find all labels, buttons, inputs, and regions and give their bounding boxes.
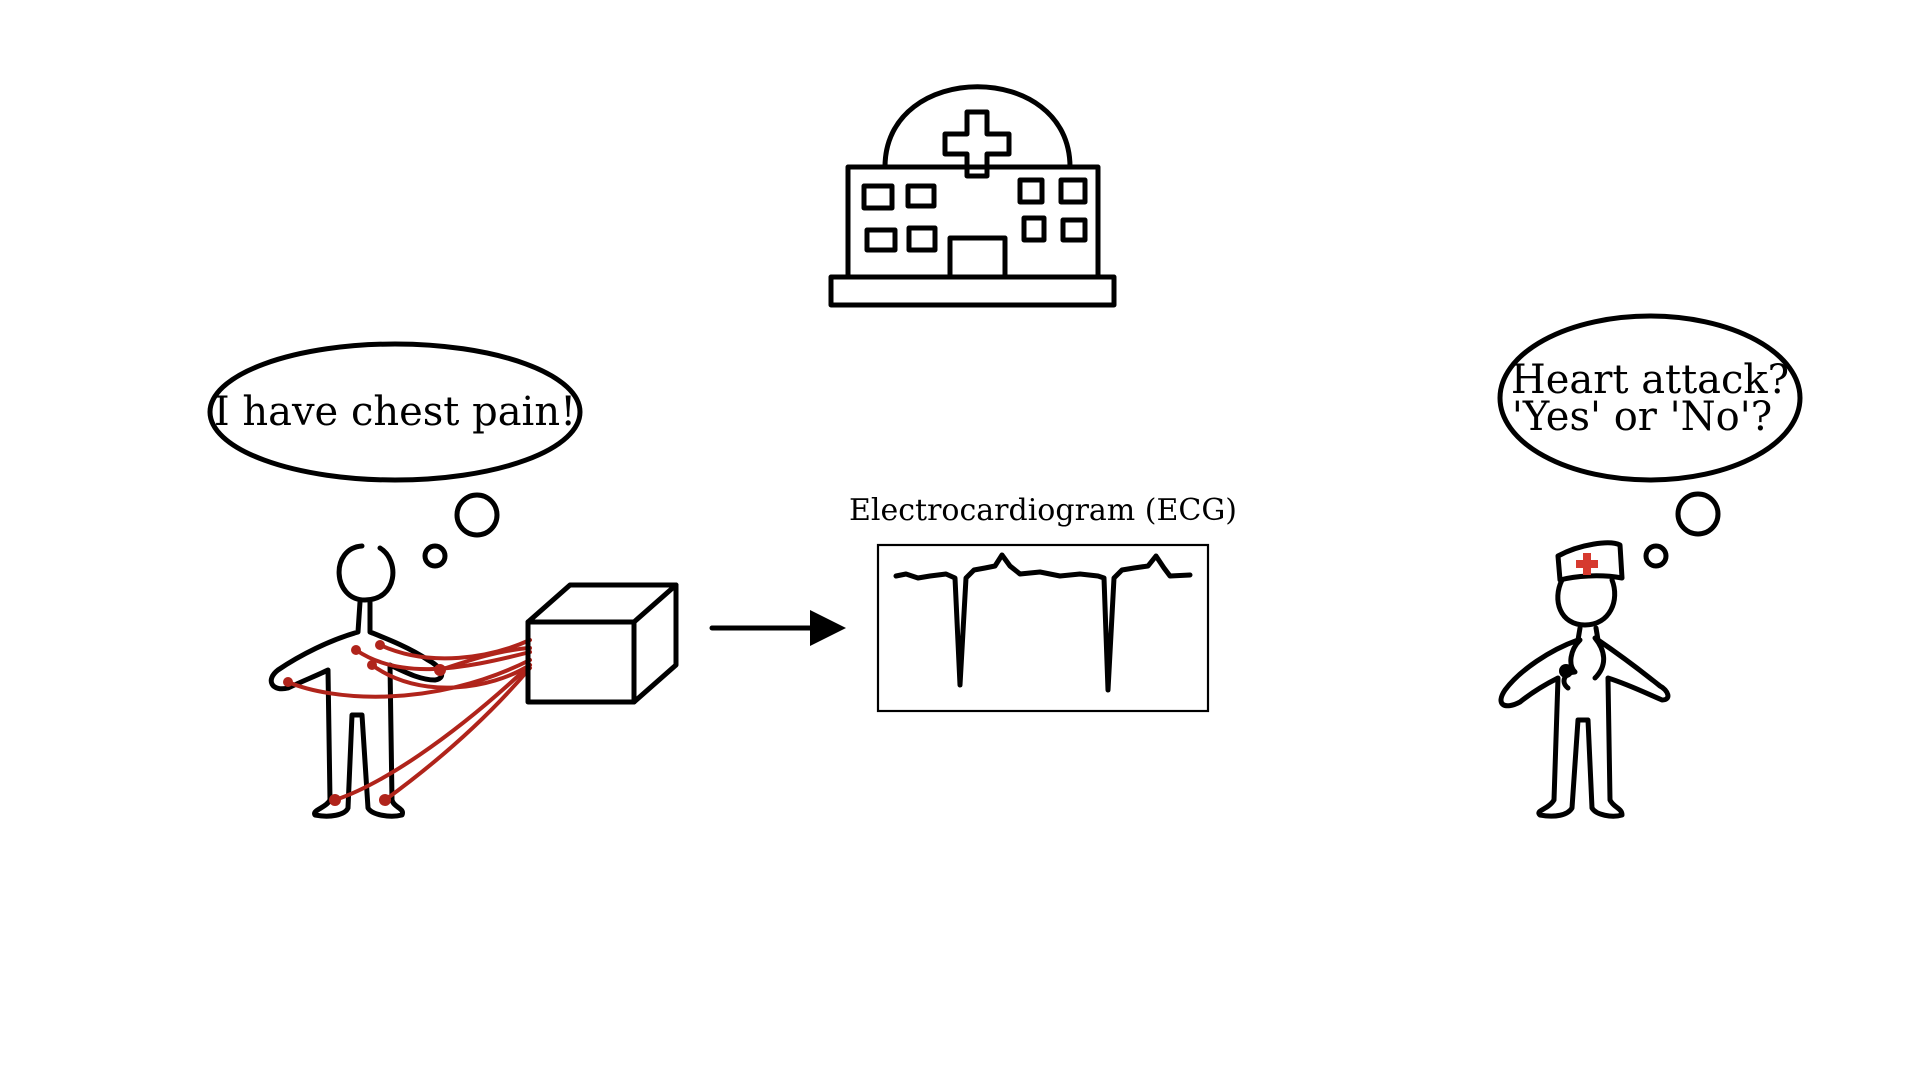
ecg-caption: Electrocardiogram (ECG) <box>849 493 1237 528</box>
doctor-cap-cross-icon <box>1576 553 1598 575</box>
ecg-device-icon <box>525 582 679 705</box>
patient-thought-text: I have chest pain! <box>214 389 576 435</box>
stethoscope-chestpiece <box>1559 664 1573 678</box>
doctor-thought-bubble: Heart attack? 'Yes' or 'No'? <box>1497 313 1803 569</box>
electrode-dot <box>351 645 361 655</box>
doctor-thought-line1: Heart attack? <box>1511 357 1789 403</box>
electrode-wires <box>283 638 532 806</box>
doctor-thought-line2: 'Yes' or 'No'? <box>1512 394 1772 440</box>
electrode-dot <box>375 640 385 650</box>
medical-cross-icon <box>942 109 1012 179</box>
electrode-dot <box>329 794 341 806</box>
patient-thought-bubble: I have chest pain! <box>207 341 583 569</box>
doctor-head <box>1555 577 1618 628</box>
doctor-cap <box>1555 540 1625 583</box>
electrode-dot <box>283 677 293 687</box>
patient-body <box>268 599 445 819</box>
patient-head <box>336 543 396 603</box>
electrode-dot <box>367 660 377 670</box>
arrow-icon <box>709 610 846 646</box>
ecg-trace <box>893 552 1193 693</box>
electrode-dot <box>379 794 391 806</box>
electrode-dot <box>434 664 446 676</box>
ecg-screen <box>876 543 1210 713</box>
doctor-figure <box>1498 540 1671 819</box>
hospital-icon <box>828 84 1117 308</box>
doctor-body <box>1498 625 1671 819</box>
ecg-monitor: Electrocardiogram (ECG) <box>849 493 1237 713</box>
